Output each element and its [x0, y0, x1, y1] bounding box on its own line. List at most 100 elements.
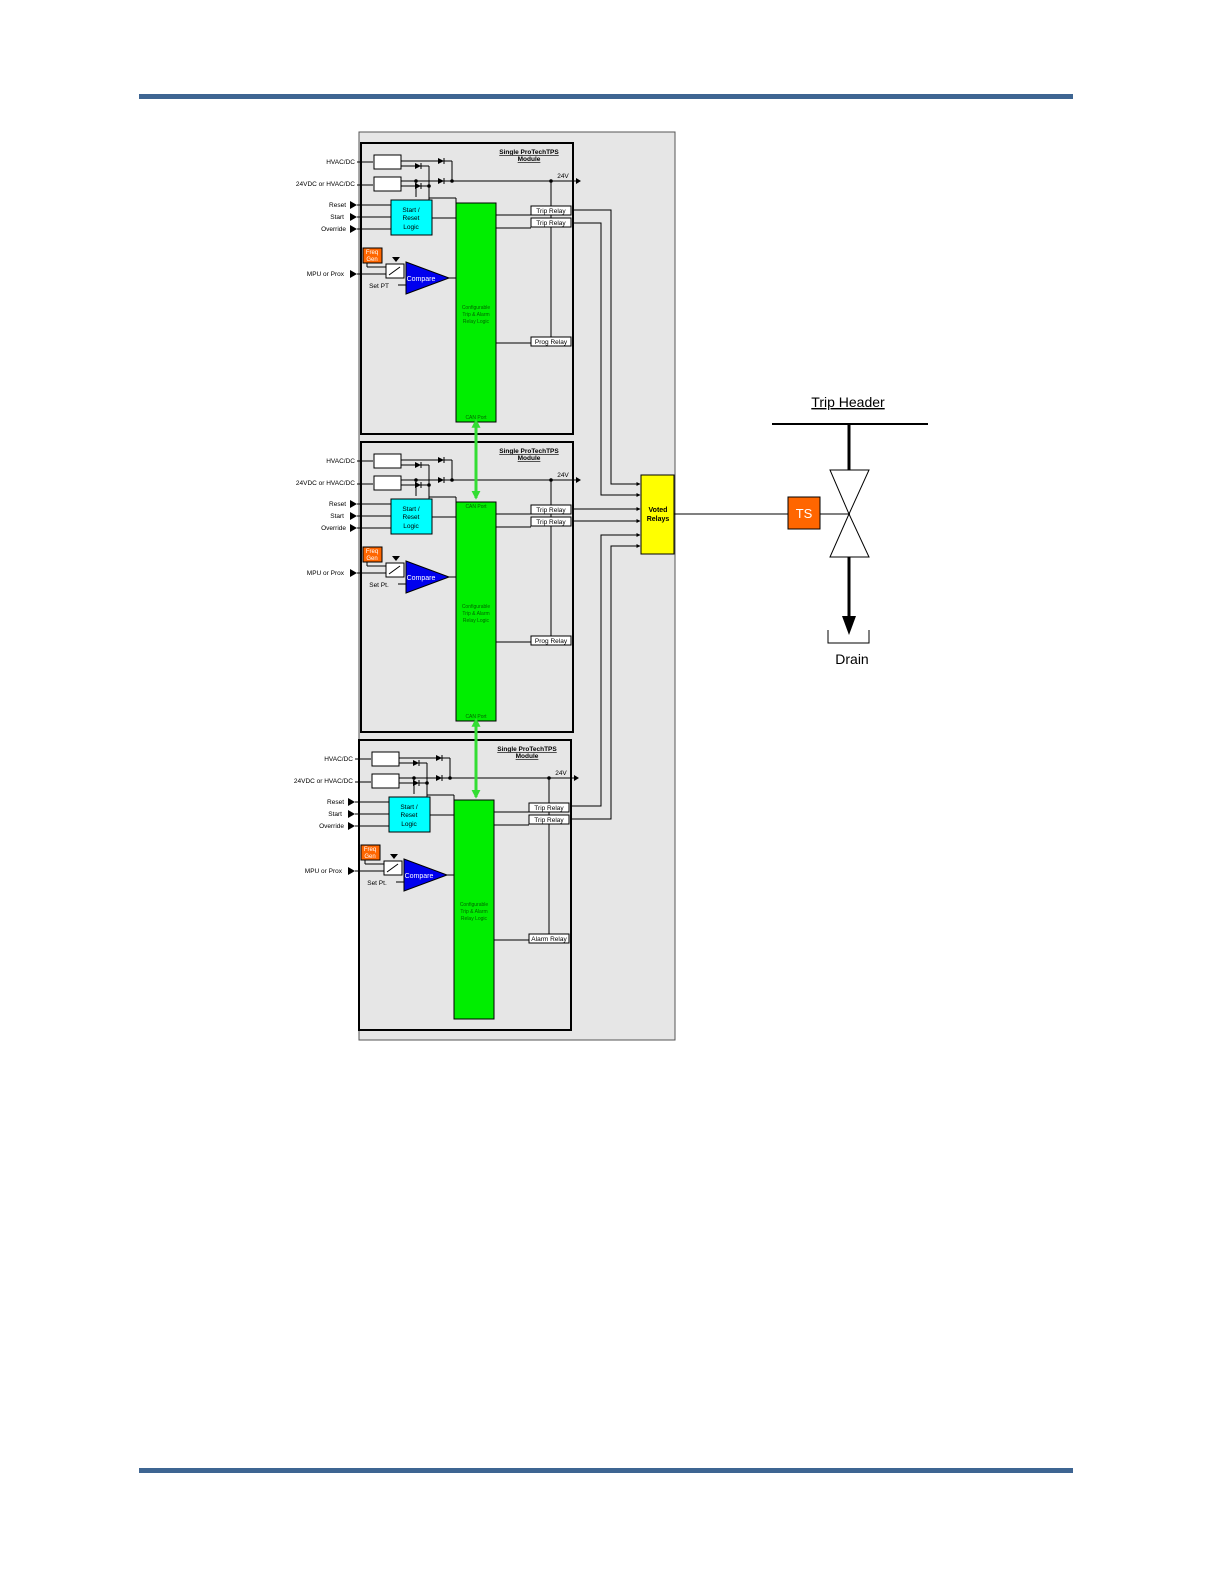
trip-relay-2-label: Trip Relay: [536, 220, 566, 227]
module-title: Single ProTechTPS: [499, 149, 559, 156]
24v-arrow-icon: [574, 775, 579, 781]
input-arrow-icon: [350, 225, 357, 233]
voted-relays-line1: Voted: [649, 507, 668, 514]
power-supply-box: [371, 773, 400, 789]
compare-label: Compare: [405, 873, 434, 880]
junction-dot: [450, 179, 454, 183]
drain-arrowhead-icon: [842, 616, 856, 635]
setpoint-label: Set PT: [369, 283, 389, 290]
top-rule: [139, 94, 1073, 99]
trip-solenoid-box: [787, 496, 821, 530]
input-label-mpu: MPU or Prox: [305, 868, 343, 875]
power-supply-box: [373, 453, 402, 469]
relay-logic-label: Configurable: [462, 604, 491, 610]
start-reset-logic-label: Logic: [403, 224, 419, 231]
power-supply-box: [373, 475, 402, 491]
junction-dot: [414, 478, 418, 482]
relay-logic-label: Relay Logic: [463, 319, 490, 325]
start-reset-logic-label: Logic: [401, 821, 417, 828]
configurable-relay-logic-block: [453, 799, 495, 1020]
input-label-reset: Reset: [329, 501, 346, 508]
junction-dot: [448, 776, 452, 780]
programmable-relay-label: Prog Relay: [535, 339, 568, 346]
trip-relay-1-label: Trip Relay: [536, 507, 566, 514]
24v-label: 24V: [555, 770, 567, 777]
start-reset-logic-label: Start /: [402, 506, 420, 513]
module-3: [348, 739, 579, 1031]
start-reset-logic-box: [390, 199, 433, 236]
programmable-relay-box: [530, 336, 572, 347]
trip-solenoid-label: TS: [796, 506, 813, 521]
input-label-hvac: HVAC/DC: [326, 159, 355, 166]
trip-relay-1-label: Trip Relay: [536, 208, 566, 215]
diode-icon: [438, 477, 444, 483]
setpoint-label: Set Pt.: [369, 582, 389, 589]
relay-logic-label: Relay Logic: [461, 916, 488, 922]
power-supply-box: [373, 154, 402, 170]
compare-label: Compare: [407, 575, 436, 582]
junction-dot: [412, 776, 416, 780]
voted-relays-line2: Relays: [647, 516, 670, 523]
input-arrow-icon: [348, 798, 355, 806]
input-arrow-icon: [350, 270, 357, 278]
input-arrow-icon: [348, 822, 355, 830]
24v-arrow-icon: [576, 477, 581, 483]
trip-relay-2-box: [530, 217, 572, 228]
diode-icon: [438, 178, 444, 184]
input-label-start: Start: [328, 811, 342, 818]
module-title: Single ProTechTPS: [497, 746, 557, 753]
input-arrow-icon: [350, 569, 357, 577]
junction-dot: [425, 781, 429, 785]
24v-arrow-icon: [576, 178, 581, 184]
diode-icon: [413, 780, 419, 786]
configurable-relay-logic-block: [455, 202, 497, 423]
junction-dot: [547, 776, 551, 780]
trip-relay-2-label: Trip Relay: [534, 817, 564, 824]
power-supply-box: [373, 176, 402, 192]
relay-logic-label: Trip & Alarm: [462, 611, 489, 617]
freq-gen-box: [360, 844, 381, 861]
input-label-24vdc: 24VDC or HVAC/DC: [296, 181, 355, 188]
module-title: Single ProTechTPS: [499, 448, 559, 455]
24v-label: 24V: [557, 472, 569, 479]
input-arrow-icon: [348, 810, 355, 818]
input-label-override: Override: [321, 525, 346, 532]
input-label-override: Override: [321, 226, 346, 233]
input-arrow-icon: [350, 500, 357, 508]
relay-logic-label: Trip & Alarm: [460, 909, 487, 915]
freq-gen-label: Gen: [364, 854, 375, 860]
input-arrow-icon: [350, 524, 357, 532]
freq-gen-box: [362, 546, 383, 563]
input-label-24vdc: 24VDC or HVAC/DC: [296, 480, 355, 487]
relay-logic-label: Configurable: [460, 902, 489, 908]
compare-amplifier-icon: [405, 560, 451, 594]
drain-tank-icon: [827, 630, 870, 644]
start-reset-logic-label: Reset: [403, 215, 420, 222]
start-reset-logic-label: Start /: [402, 207, 420, 214]
module-title-sub: Module: [516, 753, 539, 760]
junction-dot: [427, 184, 431, 188]
input-label-reset: Reset: [329, 202, 346, 209]
trip-relay-2-box: [530, 516, 572, 527]
input-label-mpu: MPU or Prox: [307, 570, 345, 577]
freq-gen-label: Freq: [366, 549, 378, 555]
start-reset-logic-label: Logic: [403, 523, 419, 530]
input-label-start: Start: [330, 513, 344, 520]
start-reset-logic-label: Reset: [401, 812, 418, 819]
module-title-sub: Module: [518, 455, 541, 462]
trip-relay-2-label: Trip Relay: [536, 519, 566, 526]
relay-logic-label: Relay Logic: [463, 618, 490, 624]
freq-gen-box: [362, 247, 383, 264]
trip-relay-1-box: [530, 205, 572, 216]
start-reset-logic-box: [390, 498, 433, 535]
drain-label: Drain: [835, 651, 868, 667]
voted-relays-box: [640, 474, 675, 555]
24v-label: 24V: [557, 173, 569, 180]
input-label-mpu: MPU or Prox: [307, 271, 345, 278]
trip-relay-1-box: [530, 504, 572, 515]
freq-gen-label: Gen: [366, 556, 377, 562]
switch-ground-icon: [390, 854, 398, 859]
start-reset-logic-box: [388, 796, 431, 833]
junction-dot: [427, 483, 431, 487]
